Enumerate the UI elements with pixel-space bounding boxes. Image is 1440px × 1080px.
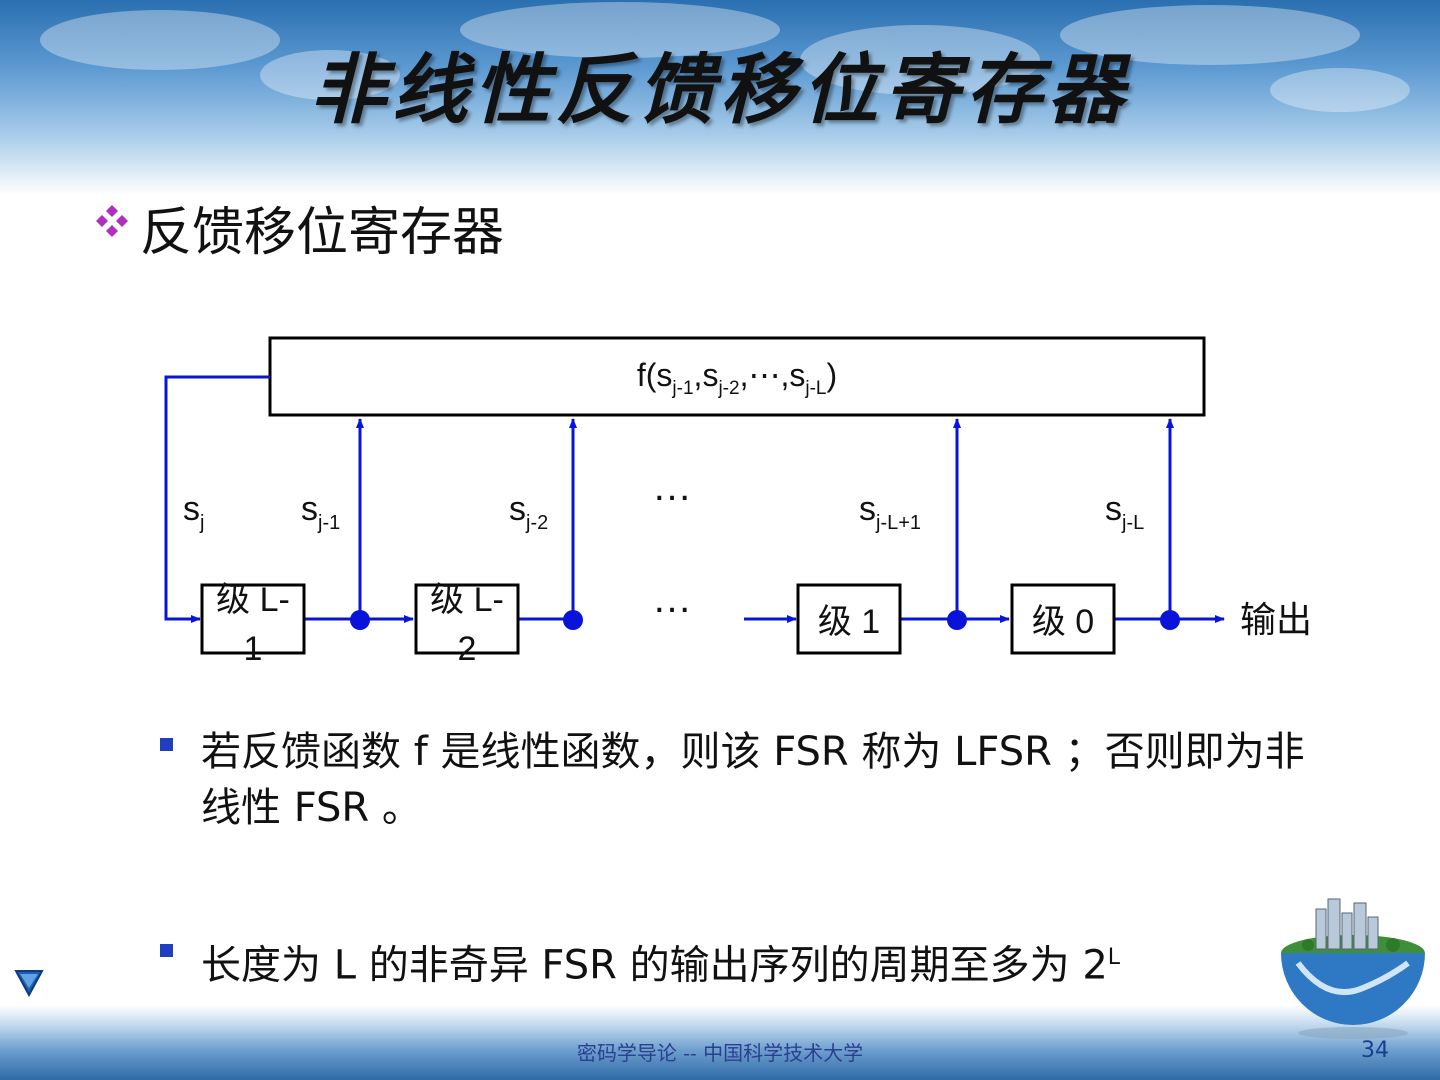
tap-node-1 (350, 610, 370, 630)
nav-triangle-icon[interactable] (14, 968, 44, 998)
ellipsis-bottom: … (652, 577, 692, 621)
stage-label-l-1-line1: 级 L- (216, 581, 290, 619)
page-number: 34 (1345, 1038, 1405, 1063)
square-bullet-icon (160, 738, 173, 751)
globe-city-icon (1268, 893, 1438, 1043)
stage-label-l-1-line2: 1 (244, 630, 263, 668)
stage-label-l-2-line1: 级 L- (430, 581, 504, 619)
feedback-function-box (270, 338, 1204, 415)
tap-node-2 (563, 610, 583, 630)
footer-text: 密码学导论 -- 中国科学技术大学 (0, 1037, 1440, 1066)
stage-label-l-2-line2: 2 (458, 630, 477, 668)
stage-label-1: 级 1 (818, 603, 880, 641)
fsr-diagram: f(sj-1,sj-2,⋯,sj-L) 级 L- 1 级 L- (0, 320, 1440, 680)
slide-title: 非线性反馈移位寄存器 (0, 28, 1440, 138)
square-bullet-icon (160, 944, 173, 957)
diamond-bullet-icon (92, 201, 132, 241)
ellipsis-top: … (652, 465, 692, 509)
signal-label-sj-2: sj-2 (509, 490, 548, 534)
main-bullet: 反馈移位寄存器 (92, 190, 504, 265)
signal-label-sj: sj (183, 490, 204, 534)
sub-bullet-1: 若反馈函数 f 是线性函数，则该 FSR 称为 LFSR ；否则即为非线性 FS… (160, 724, 1320, 836)
signal-label-sj-l: sj-L (1105, 490, 1144, 534)
sub-bullet-2-text: 长度为 L 的非奇异 FSR 的输出序列的周期至多为 2L (201, 930, 1120, 993)
output-label: 输出 (1240, 599, 1312, 640)
tap-node-3 (947, 610, 967, 630)
tap-node-4 (1160, 610, 1180, 630)
signal-label-sj-1: sj-1 (301, 490, 340, 534)
main-bullet-text: 反馈移位寄存器 (140, 190, 504, 265)
sub-bullet-1-text: 若反馈函数 f 是线性函数，则该 FSR 称为 LFSR ；否则即为非线性 FS… (201, 724, 1320, 836)
signal-label-sj-l1: sj-L+1 (859, 490, 921, 534)
stage-label-0: 级 0 (1032, 603, 1094, 641)
sub-bullet-2: 长度为 L 的非奇异 FSR 的输出序列的周期至多为 2L (160, 930, 1320, 993)
